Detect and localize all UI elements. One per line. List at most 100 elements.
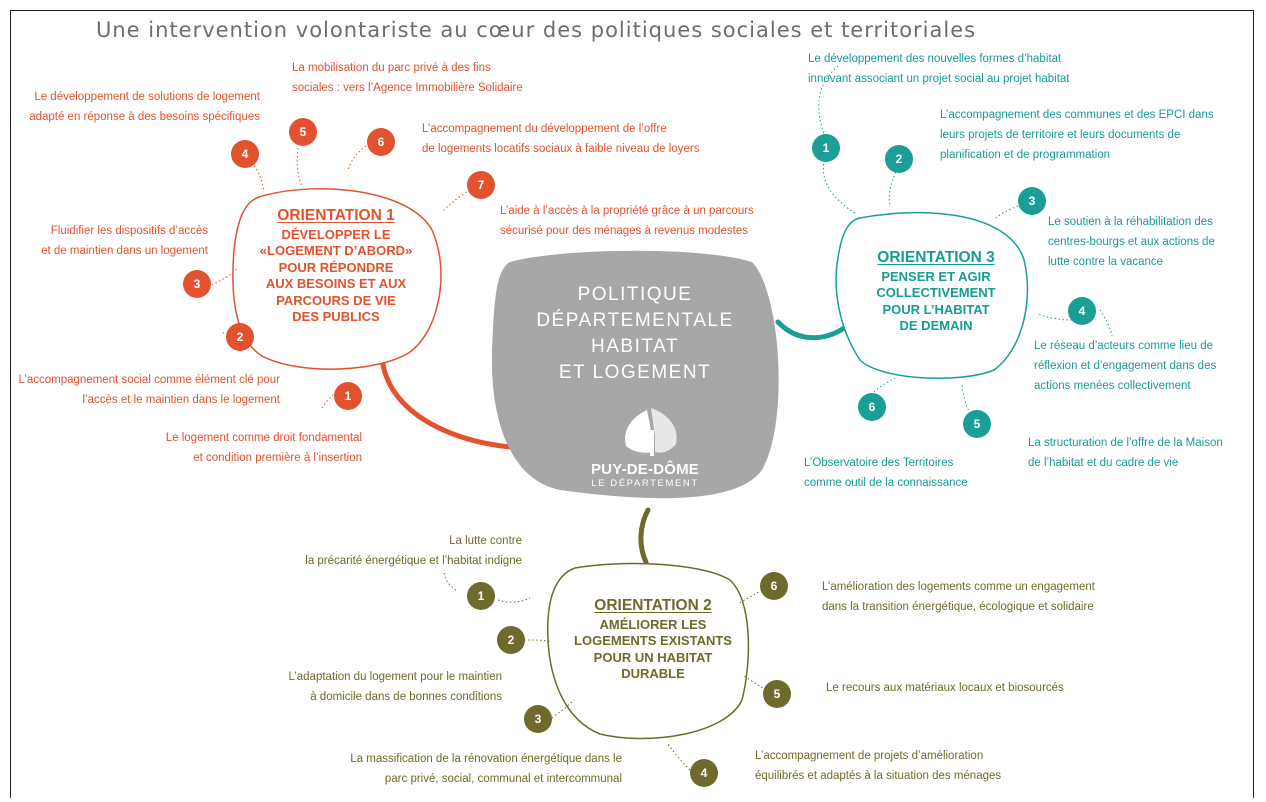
connector-orientation-2	[638, 507, 651, 565]
label-line: lutte contre la vacance	[1048, 256, 1164, 268]
center-line: ET LOGEMENT	[558, 362, 712, 383]
orientation-3-item-1-label: Le développement des nouvelles formes d’…	[808, 49, 1069, 89]
label-line: Le réseau d’acteurs comme lieu de	[1034, 340, 1213, 352]
orientation-1-line: DES PUBLICS	[292, 309, 380, 324]
orientation-3-item-5-label: La structuration de l’offre de la Maison…	[1028, 433, 1223, 473]
label-line: planification et de programmation	[940, 149, 1111, 161]
orientation-3-item-4-label: Le réseau d’acteurs comme lieu de réflex…	[1034, 336, 1216, 396]
orientation-3-line: COLLECTIVEMENT	[876, 285, 996, 300]
orientation-2-node-2: 2	[497, 626, 525, 654]
label-line: et de maintien dans un logement	[41, 245, 208, 257]
center-line: DÉPARTEMENTALE	[536, 310, 734, 331]
orientation-2-node-5: 5	[763, 680, 791, 708]
orientation-2-item-6-label: L’amélioration des logements comme un en…	[822, 577, 1095, 617]
logo-subtitle: LE DÉPARTEMENT	[591, 478, 699, 489]
label-line: Le développement de solutions de logemen…	[34, 91, 260, 103]
label-line: équilibrés et adaptés à la situation des…	[755, 770, 1002, 782]
orientation-1-node-4: 4	[231, 140, 259, 168]
center-line: HABITAT	[591, 336, 679, 357]
orientation-2-item-3-label: La massification de la rénovation énergé…	[350, 749, 622, 789]
label-line: sécurisé pour des ménages à revenus mode…	[500, 225, 749, 237]
orientation-1-node-5: 5	[289, 118, 317, 146]
orientation-1-line: POUR RÉPONDRE	[278, 259, 394, 275]
label-line: la précarité énergétique et l’habitat in…	[305, 555, 522, 567]
orientation-3-title: ORIENTATION 3 PENSER ET AGIR COLLECTIVEM…	[856, 249, 1016, 335]
orientation-1-item-4-label: Le développement de solutions de logemen…	[29, 87, 260, 127]
orientation-2-title: ORIENTATION 2 AMÉLIORER LES LOGEMENTS EX…	[560, 597, 746, 683]
orientation-1-node-3: 3	[183, 270, 211, 298]
label-line: La mobilisation du parc privé à des fins	[292, 62, 491, 74]
label-line: L’accompagnement du développement de l’o…	[422, 123, 667, 135]
orientation-3-node-5: 5	[963, 410, 991, 438]
connector-orientation-3	[775, 319, 851, 341]
label-line: L’adaptation du logement pour le maintie…	[288, 671, 502, 683]
orientation-3-heading: ORIENTATION 3	[877, 249, 995, 266]
logo-tree-icon	[624, 408, 677, 456]
orientation-1-line: DÉVELOPPER LE	[281, 226, 391, 242]
orientation-2-line: AMÉLIORER LES	[599, 616, 707, 632]
orientation-1-line: «LOGEMENT D’ABORD»	[259, 243, 413, 258]
label-line: L’accompagnement social comme élément cl…	[18, 374, 280, 386]
label-line: sociales : vers l’Agence Immobilière Sol…	[292, 82, 523, 94]
label-line: Le logement comme droit fondamental	[165, 432, 362, 444]
orientation-3-node-1: 1	[812, 134, 840, 162]
orientation-2-node-3: 3	[524, 705, 552, 733]
orientation-2-line: DURABLE	[621, 666, 685, 681]
diagram-frame	[10, 10, 1254, 798]
label-line: parc privé, social, communal et intercom…	[384, 773, 622, 785]
orientation-1-node-7: 7	[467, 171, 495, 199]
orientation-2-dotted-links	[443, 569, 767, 771]
label-line: L’accompagnement de projets d’améliorati…	[755, 750, 984, 762]
orientation-3-line: POUR L’HABITAT	[882, 301, 990, 317]
orientation-2-item-5-label: Le recours aux matériaux locaux et bioso…	[826, 678, 1064, 698]
label-line: L’Observatoire des Territoires	[804, 457, 954, 469]
label-line: réflexion et d’engagement dans des	[1034, 360, 1217, 372]
orientation-1-blob	[232, 188, 442, 370]
orientation-2-node-6: 6	[760, 572, 788, 600]
label-line: La lutte contre	[449, 535, 522, 547]
label-line: leurs projets de territoire et leurs doc…	[940, 129, 1181, 141]
orientation-1-line: PARCOURS DE VIE	[276, 292, 396, 308]
center-blob	[491, 250, 779, 499]
label-line: Le recours aux matériaux locaux et bioso…	[826, 682, 1064, 694]
label-line: dans la transition énergétique, écologiq…	[822, 601, 1094, 613]
label-line: L’aide à l’accès à la propriété grâce à …	[500, 205, 754, 217]
orientation-2-heading: ORIENTATION 2	[594, 597, 712, 614]
label-line: l’accès et le maintien dans le logement	[82, 394, 280, 406]
orientation-1-node-2: 2	[226, 323, 254, 351]
orientation-2-node-4: 4	[690, 759, 718, 787]
label-line: de l’habitat et du cadre de vie	[1028, 457, 1179, 469]
label-line: innovant associant un projet social au p…	[808, 73, 1070, 85]
label-line: de logements locatifs sociaux à faible n…	[422, 143, 700, 155]
orientation-3-line: PENSER ET AGIR	[881, 268, 991, 284]
orientation-3-dotted-links	[818, 65, 1113, 415]
label-line: adapté en réponse à des besoins spécifiq…	[29, 111, 260, 123]
label-line: actions menées collectivement	[1034, 380, 1191, 392]
orientation-3-line: DE DEMAIN	[899, 318, 973, 333]
orientation-1-title: ORIENTATION 1 DÉVELOPPER LE «LOGEMENT D’…	[248, 207, 424, 326]
orientation-1-item-6-label: L’accompagnement du développement de l’o…	[422, 119, 699, 159]
orientation-1-node-6: 6	[367, 128, 395, 156]
orientation-3-node-3: 3	[1018, 187, 1046, 215]
orientation-2-blob	[546, 562, 750, 740]
label-line: L’amélioration des logements comme un en…	[822, 581, 1095, 593]
orientation-2-item-1-label: La lutte contre la précarité énergétique…	[305, 531, 522, 571]
label-line: comme outil de la connaissance	[804, 477, 968, 489]
orientation-3-node-6: 6	[858, 393, 886, 421]
center-line: POLITIQUE	[577, 284, 693, 305]
label-line: à domicile dans de bonnes conditions	[310, 691, 502, 703]
label-line: La massification de la rénovation énergé…	[350, 753, 622, 765]
orientation-2-item-4-label: L’accompagnement de projets d’améliorati…	[755, 746, 1001, 786]
label-line: Fluidifier les dispositifs d’accès	[50, 225, 208, 237]
orientation-1-heading: ORIENTATION 1	[277, 207, 395, 224]
label-line: Le soutien à la réhabilitation des	[1048, 216, 1213, 228]
orientation-1-item-3-label: Fluidifier les dispositifs d’accès et de…	[41, 221, 208, 261]
orientation-1-item-5-label: La mobilisation du parc privé à des fins…	[292, 58, 523, 98]
label-line: centres-bourgs et aux actions de	[1048, 236, 1215, 248]
orientation-2-item-2-label: L’adaptation du logement pour le maintie…	[288, 667, 502, 707]
orientation-1-item-2-label: L’accompagnement social comme élément cl…	[19, 370, 280, 410]
page-title: Une intervention volontariste au cœur de…	[96, 18, 977, 42]
orientation-2-node-1: 1	[467, 582, 495, 610]
label-line: L’accompagnement des communes et des EPC…	[940, 109, 1214, 121]
